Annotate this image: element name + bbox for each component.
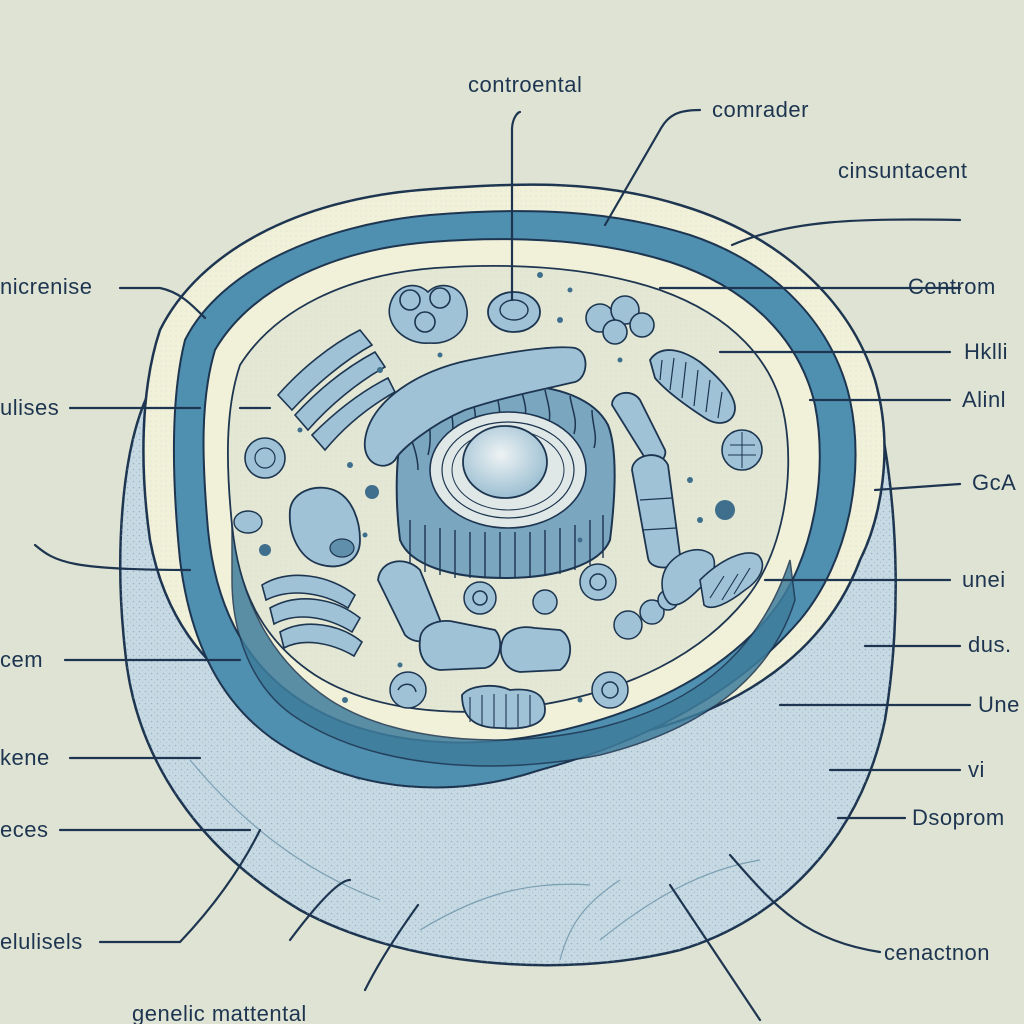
label-top-right-2: cinsuntacent [838,158,968,183]
label-right-3: Alinl [962,387,1006,412]
label-right-7: Une [978,692,1020,717]
label-left-2: ulises [0,395,59,420]
vesicle-cluster-right [585,295,655,345]
mitochondrion-right-lower [661,549,764,609]
label-left-1: nicrenise [0,274,93,299]
label-right-10: cenactnon [884,940,990,965]
label-left-7: elulisels [0,929,83,954]
label-right-2: Hklli [964,339,1008,364]
golgi-apparatus-lower [261,574,364,658]
label-right-8: vi [968,757,985,782]
endoplasmic-reticulum-lower [377,560,572,730]
label-top-center: controental [468,72,582,97]
vesicle-left-ring [233,437,286,534]
mitochondrion-right-tube [611,391,681,569]
label-right-9: Dsoprom [912,805,1005,830]
mitochondrion-right-upper [649,349,736,424]
label-left-6: eces [0,817,48,842]
label-bottom: genelic mattental [132,1001,307,1024]
golgi-apparatus-left [276,328,397,452]
mitochondrion-left [288,486,361,568]
label-right-1: Centrom [908,274,996,299]
label-right-6: dus. [968,632,1012,657]
label-left-5: kene [0,745,50,770]
lysosome-right [721,429,763,471]
cytoplasm-granules [259,272,735,703]
label-right-4: GcA [972,470,1016,495]
label-right-5: unei [962,567,1006,592]
labels: controental comrader cinsuntacent nicren… [0,72,1020,1024]
leader-lines [33,108,972,1022]
label-top-right-1: comrader [712,97,809,122]
centriole [487,291,541,333]
organelles [233,272,764,730]
vesicle-cluster-top [388,284,468,344]
mitochondrion-top [364,346,587,467]
label-left-4: cem [0,647,43,672]
